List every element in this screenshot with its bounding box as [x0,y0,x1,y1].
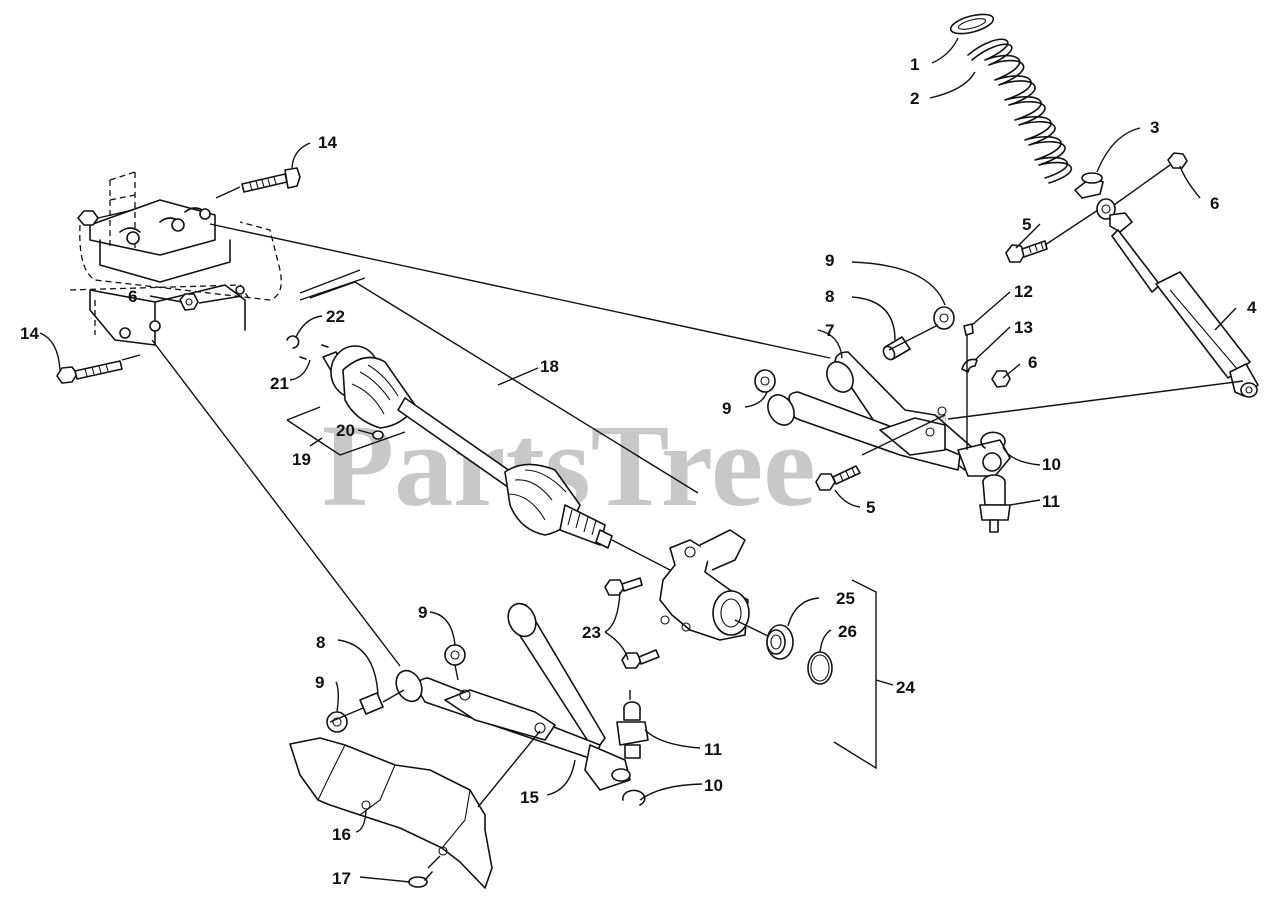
bearing-25 [766,624,794,660]
callout-8-upper: 8 [825,287,834,306]
callout-6-arm: 6 [1028,353,1037,372]
callout-1: 1 [910,55,919,74]
callout-16: 16 [332,825,351,844]
frame-mount-bracket [69,171,282,346]
callout-25: 25 [836,589,855,608]
snap-ring-26 [807,651,833,685]
callout-26: 26 [838,622,857,641]
nut-frame-top [77,210,99,226]
callout-3: 3 [1150,118,1159,137]
callout-17: 17 [332,869,351,888]
callout-6-frame: 6 [128,287,137,306]
callout-labels: 1 2 3 4 5 5 6 6 6 7 8 8 9 9 9 9 10 10 11… [20,55,1257,888]
snap-ring-10-lower [621,789,646,806]
steering-knuckle [659,529,750,641]
callout-22: 22 [326,307,345,326]
shock-absorber-4 [1096,198,1259,398]
callout-12: 12 [1014,282,1033,301]
callout-15: 15 [520,788,539,807]
ball-joint-11-lower [616,701,649,759]
callout-10-upper: 10 [1042,455,1061,474]
callout-19: 19 [292,450,311,469]
callout-10-lower: 10 [704,776,723,795]
bolt-14-upper [241,167,301,193]
callout-20: 20 [336,421,355,440]
bolt-5-arm [815,465,861,491]
lower-a-arm-15 [395,602,631,791]
callout-7: 7 [825,321,834,340]
callout-9-upper-left: 9 [722,399,731,418]
upper-a-arm-7 [767,351,1011,477]
nut-6-shock [1167,152,1188,169]
clip-13 [961,358,978,373]
callout-11-upper: 11 [1042,492,1060,511]
callout-5-arm: 5 [866,498,875,517]
bolt-14-lower [56,360,123,384]
callout-leaders [39,37,1237,883]
bolt-5-shock [1005,240,1048,263]
ball-joint-11-upper [979,474,1011,533]
screw-17 [408,871,433,888]
grease-fitting-12 [963,323,974,336]
callout-14-upper: 14 [318,133,337,152]
callout-9-lower-right: 9 [418,603,427,622]
circlip-22 [286,335,300,349]
callout-6-shock: 6 [1210,194,1219,213]
bushing-8-upper [882,336,911,361]
spring-retainer-1 [949,13,995,35]
callout-9-upper-right: 9 [825,251,834,270]
callout-9-lower-left: 9 [315,673,324,692]
skid-plate-16 [289,737,493,889]
callout-4: 4 [1247,298,1257,317]
bracket-18 [309,281,699,494]
bushing-9-upper-left [754,369,776,393]
callout-5-shock: 5 [1022,215,1031,234]
callout-11-lower: 11 [704,740,722,759]
callout-13: 13 [1014,318,1033,337]
bushing-9-upper-right [933,306,955,330]
callout-21: 21 [270,374,289,393]
cv-axle-18 [322,345,613,549]
circlip-20 [372,430,384,440]
pin-21 [299,344,329,360]
bushing-9-lower-right [444,644,466,666]
callout-23: 23 [582,623,601,642]
assembly-lines [97,164,1244,869]
callout-24: 24 [896,678,915,697]
spring-retainer-3 [1074,172,1104,199]
callout-14-lower: 14 [20,324,39,343]
callout-8-lower: 8 [316,633,325,652]
coil-spring-2 [967,38,1073,184]
bolt-23-upper [604,577,643,596]
callout-18: 18 [540,357,559,376]
nut-6-frame [179,293,199,311]
bracket-19 [286,406,406,456]
bracket-24 [833,579,894,770]
snap-ring-10-upper [980,431,1006,449]
callout-2: 2 [910,89,919,108]
bushing-8-lower [359,692,384,715]
nut-6-arm [991,370,1011,388]
